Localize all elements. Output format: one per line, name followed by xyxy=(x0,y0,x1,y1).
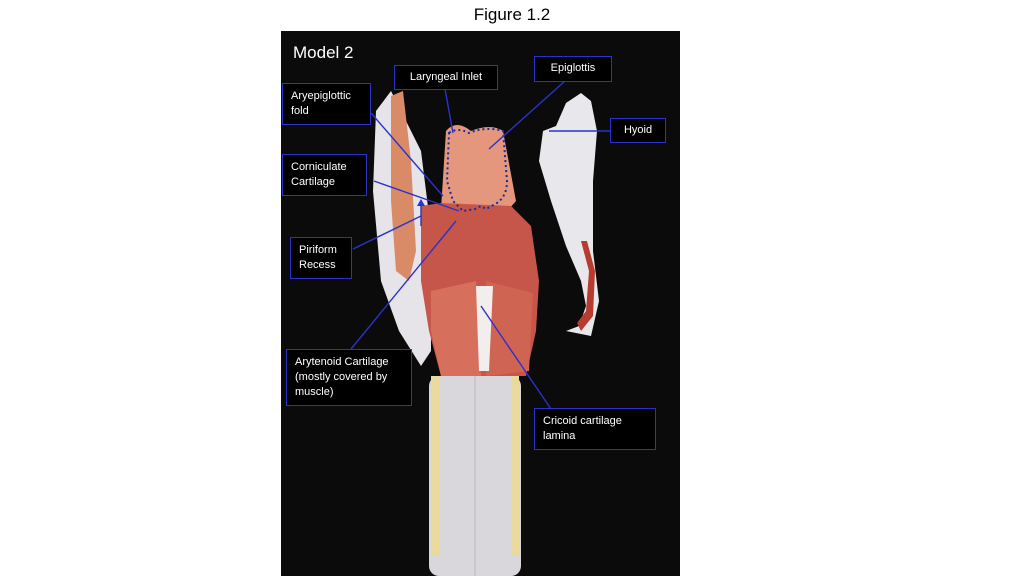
callout-corniculate-cartilage: Corniculate Cartilage xyxy=(282,154,367,196)
leader-cricoid xyxy=(480,305,552,410)
leader-piriform xyxy=(352,215,422,250)
callout-hyoid: Hyoid xyxy=(610,118,666,143)
callout-text-line2: lamina xyxy=(543,430,576,442)
leader-corniculate xyxy=(373,180,460,212)
callout-text: Hyoid xyxy=(623,124,653,136)
posterior-muscle-right xyxy=(486,281,533,376)
left-muscle-strip xyxy=(391,91,416,281)
leader-arytenoid xyxy=(350,220,457,350)
posterior-muscle-left xyxy=(431,281,481,376)
callout-text-line2: fold xyxy=(291,105,309,117)
callout-text-line2: Recess xyxy=(299,259,336,271)
callout-aryepiglottic-fold: Aryepiglottic fold xyxy=(282,83,371,125)
callout-epiglottis: Epiglottis xyxy=(534,56,612,82)
callout-text-line1: Aryepiglottic xyxy=(291,90,351,102)
callout-text-line1: Corniculate xyxy=(291,161,347,173)
callout-cricoid-cartilage-lamina: Cricoid cartilage lamina xyxy=(534,408,656,450)
callout-arytenoid-cartilage: Arytenoid Cartilage (mostly covered by m… xyxy=(286,349,412,406)
epiglottis-shape xyxy=(441,125,516,209)
laryngeal-inlet-outline xyxy=(445,127,509,213)
right-hyoid-wing xyxy=(539,93,599,336)
figure-title: Figure 1.2 xyxy=(473,5,551,24)
leader-aryepiglottic xyxy=(370,112,444,197)
model-label: Model 2 xyxy=(293,43,354,62)
callout-text: Epiglottis xyxy=(550,62,596,74)
callout-text-line3: muscle) xyxy=(295,386,334,398)
right-wing-red-edge xyxy=(577,241,595,331)
callout-text-line2: Cartilage xyxy=(291,176,336,188)
callout-text-line1: Cricoid cartilage xyxy=(543,415,622,427)
leader-laryngeal-inlet xyxy=(444,88,454,134)
callout-piriform-recess: Piriform Recess xyxy=(290,237,352,279)
callout-laryngeal-inlet: Laryngeal Inlet xyxy=(394,65,498,90)
larynx-model-photo: Model 2 Laryngeal Inlet Epiglottis Aryep… xyxy=(281,31,680,576)
callout-text-line2: (mostly covered by xyxy=(295,371,388,383)
callout-text-line1: Piriform xyxy=(299,244,337,256)
leader-epiglottis xyxy=(488,80,566,150)
cricoid-center xyxy=(476,286,493,371)
callout-text-line1: Arytenoid Cartilage xyxy=(295,356,389,368)
callout-text: Laryngeal Inlet xyxy=(409,71,483,83)
